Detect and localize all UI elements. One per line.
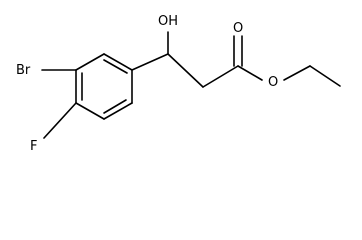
atom-label-carbonyl-oxygen: O bbox=[233, 21, 243, 36]
bond-ring-to-fluorine bbox=[43, 102, 77, 139]
bond-ch2-to-carbonyl bbox=[202, 65, 239, 88]
atom-label-bromine: Br bbox=[16, 63, 31, 78]
bond-ethyl-ch2-to-ch3 bbox=[309, 65, 341, 87]
atom-label-hydroxyl: OH bbox=[158, 14, 178, 29]
bond-carbinol-to-ch2 bbox=[167, 53, 204, 88]
atom-label-ester-oxygen: O bbox=[268, 75, 278, 90]
ring-bond-c3-c4 bbox=[103, 102, 133, 120]
chemical-structure: Br F OH O O bbox=[16, 14, 341, 154]
ring-bond-c4-c5 bbox=[75, 102, 105, 120]
bond-carbonyl-to-ester-oxygen bbox=[237, 65, 263, 81]
bond-ester-oxygen-to-ch2 bbox=[283, 65, 311, 81]
ring-bond-c1-c2 bbox=[103, 53, 133, 71]
ring-double-bond-inner-2 bbox=[103, 99, 127, 114]
ring-double-bond-inner-1 bbox=[103, 59, 128, 74]
bond-ring-to-carbinol bbox=[131, 53, 169, 71]
benzene-ring bbox=[75, 53, 133, 120]
atom-label-fluorine: F bbox=[30, 139, 37, 154]
ring-bond-c6-c1 bbox=[75, 53, 105, 71]
